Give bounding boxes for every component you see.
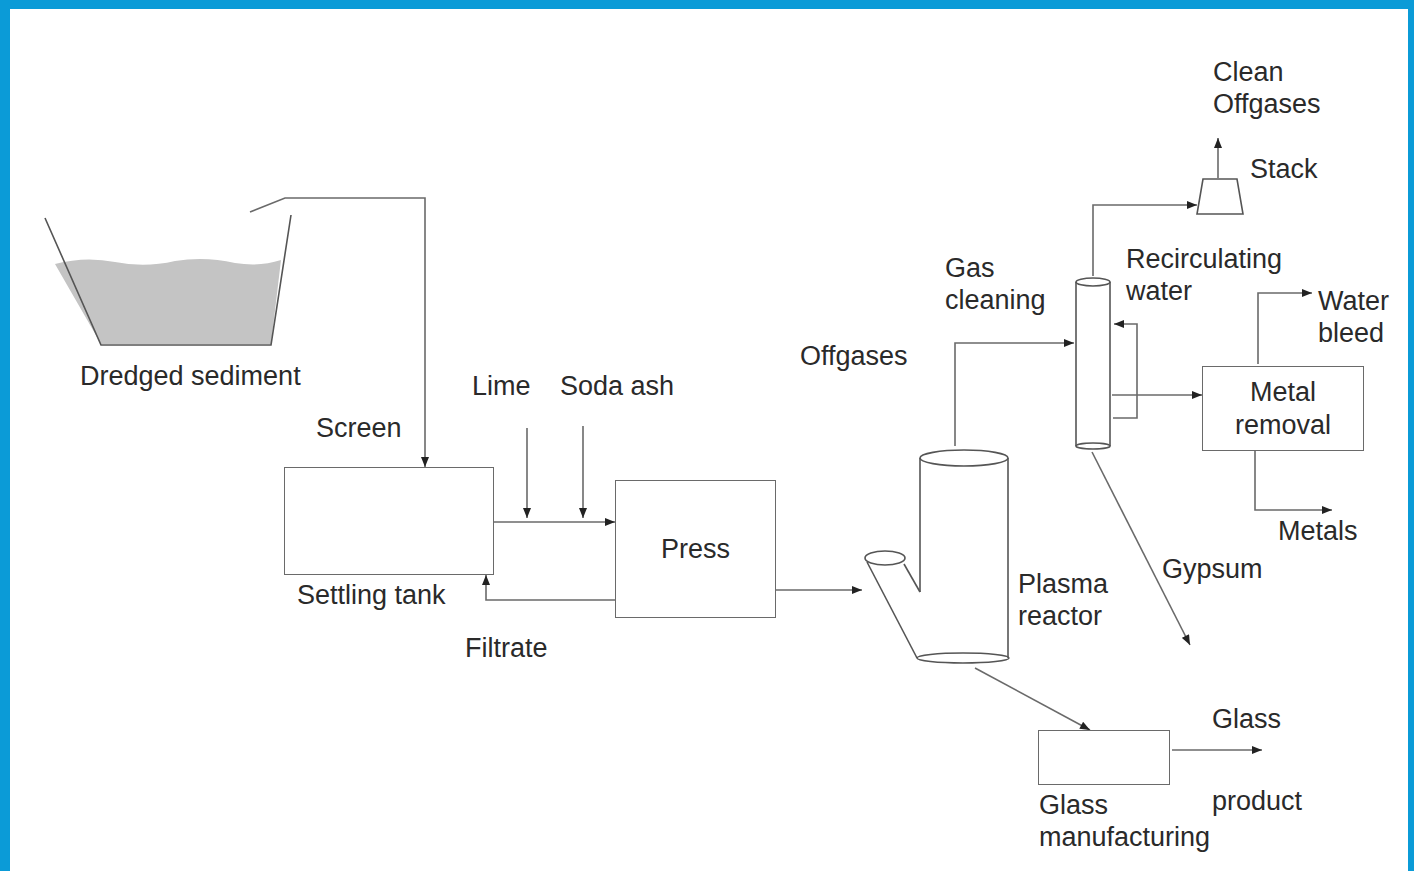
water-bleed-arrow — [1258, 293, 1312, 364]
output-label: Glass — [1212, 703, 1312, 735]
flow-arrow — [486, 575, 615, 600]
metals-arrow — [1255, 447, 1332, 510]
flow-arrow — [494, 521, 615, 523]
shape-caption: Stack — [1250, 153, 1340, 185]
box-label: Metal removal — [1203, 372, 1363, 445]
annotation: Screen — [316, 412, 436, 444]
shape-caption: Plasma reactor — [1018, 568, 1158, 633]
sediment-basin: Dredged sediment — [45, 212, 295, 348]
plasma-reactor: Plasma reactor — [862, 446, 1012, 668]
soda-ash-feed-arrow — [582, 426, 584, 518]
input-label: Lime — [472, 370, 552, 402]
flow-arrow — [975, 668, 1090, 730]
output-label: Clean Offgases — [1213, 56, 1363, 121]
shape-caption: Dredged sediment — [80, 360, 380, 392]
annotation: Recirculating water — [1126, 243, 1326, 308]
gypsum-arrow — [1092, 452, 1190, 645]
sediment-basin-outline — [45, 212, 295, 348]
stream-label: Offgases — [800, 340, 930, 372]
glass-product-arrow — [1172, 749, 1262, 751]
recirculation-loop — [1113, 324, 1137, 418]
settling-tank: Settling tank — [284, 467, 494, 575]
shape-caption: Gas cleaning — [945, 252, 1070, 317]
flow-arrow — [776, 589, 862, 591]
flow-arrow — [1112, 394, 1202, 396]
stack-symbol: Stack — [1195, 178, 1245, 215]
process-box: Glass manufacturing — [1038, 730, 1170, 785]
process-box: Metal removal — [1202, 366, 1364, 451]
output-label: Water bleed — [1318, 285, 1413, 350]
clean-offgas-arrow — [1217, 138, 1219, 178]
shape-caption: Settling tank — [297, 579, 487, 611]
gas-cleaning-column-outline — [1074, 276, 1112, 450]
output-label: Gypsum — [1162, 553, 1282, 585]
flow-arrow — [955, 343, 1074, 446]
stream-label: Filtrate — [465, 632, 575, 664]
lime-feed-arrow — [526, 428, 528, 518]
box-label: Press — [653, 529, 738, 569]
output-label: product — [1212, 785, 1332, 817]
plasma-reactor-outline — [862, 446, 1012, 668]
process-box: Press — [615, 480, 776, 618]
stack-symbol-outline — [1195, 178, 1245, 215]
gas-cleaning-column: Gas cleaning — [1074, 276, 1112, 450]
output-label: Metals — [1278, 515, 1388, 547]
input-label: Soda ash — [560, 370, 710, 402]
